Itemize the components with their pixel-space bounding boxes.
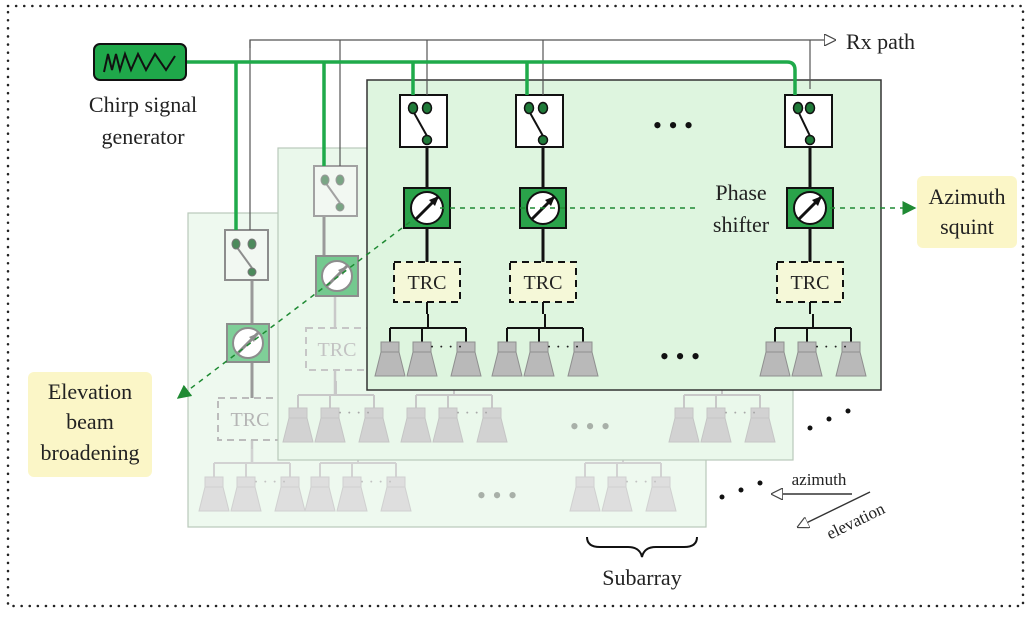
- phase-shifter-icon: [786, 187, 834, 229]
- subarray-horn-group: · · · ·: [198, 449, 306, 512]
- horn-antenna-icon: [476, 407, 508, 443]
- trc-label: TRC: [524, 272, 563, 294]
- horn-antenna-icon: [400, 407, 432, 443]
- elevation-label-line2: beam: [66, 409, 114, 434]
- small-ellipsis: · · · ·: [624, 474, 657, 491]
- subarray-label: Subarray: [602, 565, 681, 590]
- subarray-horn-group: · · · ·: [668, 381, 776, 443]
- horn-antenna-icon: [567, 341, 599, 377]
- phase-shifter-label-line2: shifter: [713, 212, 770, 237]
- subarray-horn-group: · · · ·: [304, 449, 412, 512]
- chirp-generator: [93, 43, 187, 81]
- elevation-axis-arrow: elevation: [798, 491, 888, 544]
- trc-label: TRC: [318, 339, 357, 361]
- small-ellipsis: · · · ·: [814, 339, 847, 356]
- small-ellipsis: · · · ·: [455, 405, 488, 422]
- chirp-feed-lines: [186, 60, 797, 230]
- ellipsis: • • •: [570, 412, 610, 441]
- elevation-callout: Elevation beam broadening: [28, 372, 152, 477]
- small-ellipsis: · · · ·: [359, 474, 392, 491]
- back-horn-groups: · · · · · · · · · · · ·: [198, 449, 677, 512]
- rx-path-label: Rx path: [846, 29, 915, 54]
- phase-shifter-icon: [315, 255, 359, 297]
- horn-antenna-icon: [569, 476, 601, 512]
- middle-horn-groups: · · · · · · · · · · · ·: [282, 381, 776, 443]
- azimuth-squint-callout: Azimuth squint: [917, 176, 1017, 248]
- switch-icon: [399, 94, 448, 148]
- small-ellipsis: · · · ·: [429, 339, 462, 356]
- horn-antenna-icon: [358, 407, 390, 443]
- horn-antenna-icon: [450, 341, 482, 377]
- subarray-horn-group: · · · ·: [491, 314, 599, 377]
- subarray-horn-group: · · · ·: [400, 381, 508, 443]
- signal-chain: TRC: [393, 94, 461, 314]
- horn-antenna-icon: [700, 407, 732, 443]
- trc-label: TRC: [231, 409, 270, 431]
- switch-icon: [224, 229, 269, 281]
- small-ellipsis: · · · ·: [253, 474, 286, 491]
- horn-antenna-icon: [668, 407, 700, 443]
- phase-shifter-label-line1: Phase: [715, 180, 766, 205]
- ellipsis: • • •: [653, 111, 693, 140]
- small-ellipsis: · · · ·: [337, 405, 370, 422]
- elevation-broadening-arrow: [176, 221, 411, 399]
- switch-icon: [313, 165, 358, 217]
- azimuth-label-line1: Azimuth: [929, 184, 1006, 209]
- sine-wave-icon: [103, 50, 176, 74]
- small-ellipsis: · · · ·: [723, 405, 756, 422]
- front-chains: TRC TRC TRC: [393, 94, 844, 314]
- azimuth-axis-label: azimuth: [792, 470, 847, 489]
- subarray-horn-group: · · · ·: [282, 381, 390, 443]
- ellipsis: • • •: [660, 342, 700, 371]
- trc-block: TRC: [509, 261, 577, 303]
- elevation-label-line3: broadening: [41, 440, 140, 465]
- ellipsis: • • •: [477, 481, 517, 510]
- horn-antenna-icon: [380, 476, 412, 512]
- switch-icon: [784, 94, 833, 148]
- azimuth-label-line2: squint: [940, 214, 994, 239]
- horn-antenna-icon: [491, 341, 523, 377]
- dotted-frame: [6, 4, 1025, 608]
- trc-block: TRC: [776, 261, 844, 303]
- front-panel: TRC TRC TRC · · · · · · · · · · · · • • • • …: [366, 79, 882, 391]
- signal-chain: TRC: [776, 94, 844, 314]
- horn-antenna-icon: [230, 476, 262, 512]
- switch-icon: [515, 94, 564, 148]
- horn-antenna-icon: [198, 476, 230, 512]
- azimuth-axis-arrow: azimuth: [772, 470, 852, 494]
- horn-antenna-icon: [744, 407, 776, 443]
- horn-antenna-icon: [645, 476, 677, 512]
- horn-antenna-icon: [336, 476, 368, 512]
- elevation-label-line1: Elevation: [48, 379, 132, 404]
- horn-antenna-icon: [274, 476, 306, 512]
- trc-label: TRC: [791, 272, 830, 294]
- subarray-horn-group: · · · ·: [569, 449, 677, 512]
- trc-label: TRC: [408, 272, 447, 294]
- elevation-axis-label: elevation: [823, 499, 888, 544]
- horn-antenna-icon: [523, 341, 555, 377]
- horn-antenna-icon: [791, 341, 823, 377]
- horn-antenna-icon: [304, 476, 336, 512]
- horn-antenna-icon: [314, 407, 346, 443]
- front-horn-groups: · · · · · · · · · · · ·: [374, 314, 867, 377]
- chirp-label-line1: Chirp signal: [89, 92, 197, 117]
- horn-antenna-icon: [835, 341, 867, 377]
- depth-dots: [719, 408, 851, 500]
- horn-antenna-icon: [759, 341, 791, 377]
- rx-path-lines: [249, 40, 835, 230]
- horn-antenna-icon: [282, 407, 314, 443]
- horn-antenna-icon: [374, 341, 406, 377]
- horn-antenna-icon: [432, 407, 464, 443]
- small-ellipsis: · · · ·: [546, 339, 579, 356]
- chirp-label-line2: generator: [101, 124, 185, 149]
- horn-antenna-icon: [601, 476, 633, 512]
- subarray-horn-group: · · · ·: [759, 314, 867, 377]
- trc-block: TRC: [393, 261, 461, 303]
- horn-antenna-icon: [406, 341, 438, 377]
- subarray-brace: Subarray: [586, 536, 698, 590]
- subarray-horn-group: · · · ·: [374, 314, 482, 377]
